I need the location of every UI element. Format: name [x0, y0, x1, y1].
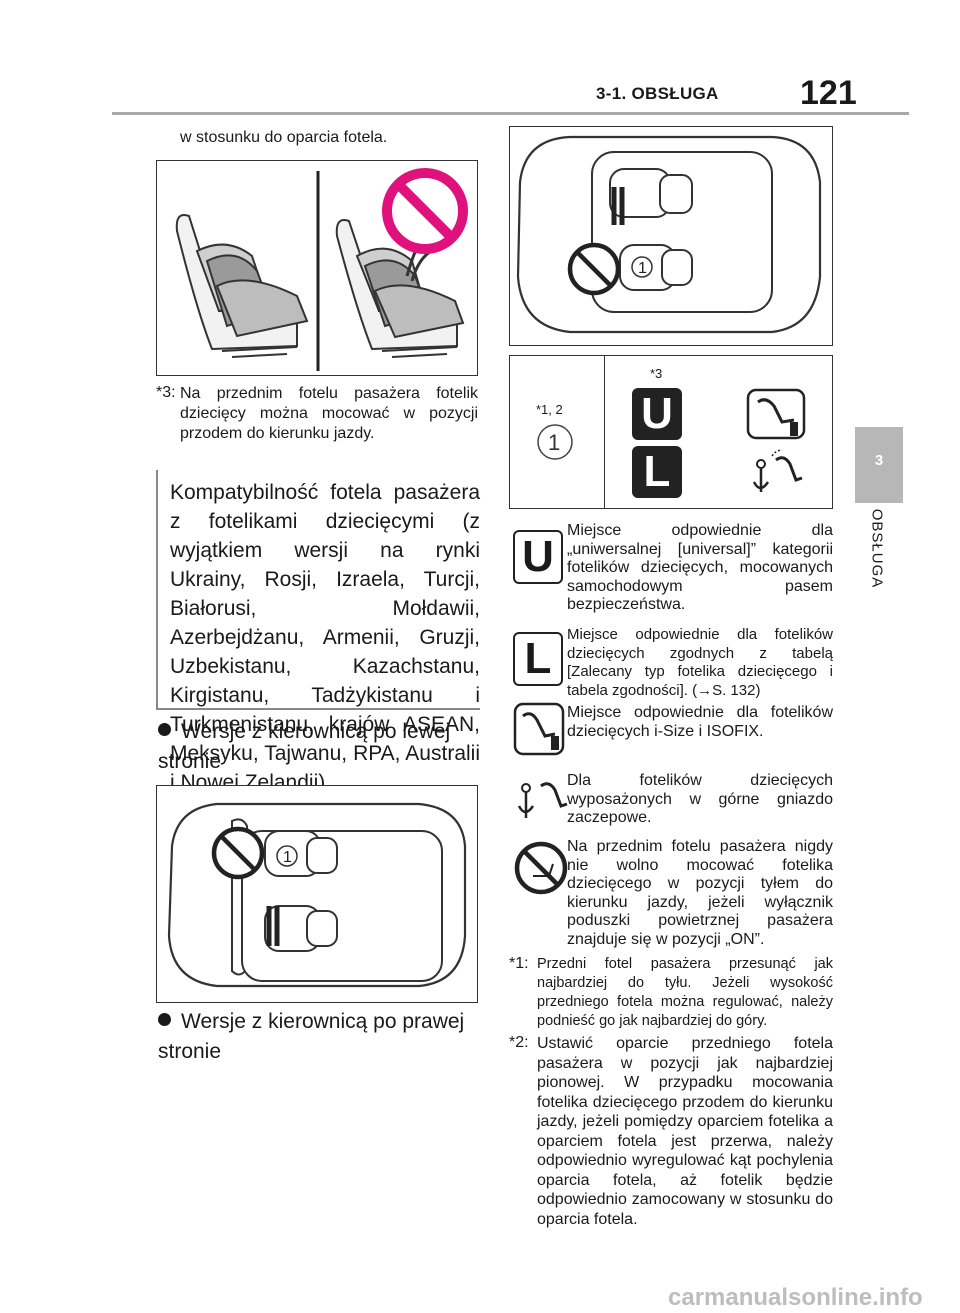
car-diagram-lhd: 1 — [156, 785, 478, 1003]
bullet-right-hand-drive: Wersje z kierownicą po prawej stronie — [158, 1010, 465, 1063]
header-rule — [112, 112, 909, 115]
chapter-number: 3 — [874, 452, 884, 469]
page-number: 121 — [800, 74, 857, 112]
legend-item-universal: Miejsce odpowiednie dla „uniwersalnej [u… — [567, 522, 833, 613]
isofix-seat-icon — [746, 388, 806, 440]
bullet-dot-icon — [158, 1013, 171, 1026]
legend-item-isofix: Miejsce odpowiednie dla fotelików dzieci… — [567, 704, 833, 740]
chapter-label: OBSŁUGA — [868, 508, 886, 589]
footnote-ref-3: *3 — [650, 366, 663, 381]
note-3: *3: Na przednim fotelu pasażera fotelik … — [156, 384, 478, 442]
section-header: 3-1. OBSŁUGA — [596, 84, 719, 103]
top-tether-anchor-icon — [752, 449, 803, 492]
intro-text: w stosunku do oparcia fotela. — [180, 129, 388, 146]
seat-position-table: *1, 2 1 *3 U L — [509, 355, 833, 509]
limited-l-icon: L — [632, 446, 682, 498]
universal-u-icon: U — [513, 530, 563, 584]
seat-recline-illustration — [156, 160, 478, 376]
seat-1-label: 1 — [283, 849, 292, 866]
no-rear-facing-seat-icon — [514, 841, 568, 895]
footnote-ref-1-2: *1, 2 — [536, 402, 563, 417]
isofix-seat-icon — [513, 702, 565, 756]
seat-1-label: 1 — [638, 260, 647, 277]
legend-item-limited: Miejsce odpowiednie dla fotelików dzieci… — [567, 626, 833, 699]
universal-u-icon: U — [632, 388, 682, 440]
bullet-left-hand-drive: Wersje z kierownicą po lewej stronie — [158, 720, 451, 773]
note-2: *2: Ustawić oparcie przedniego fotela pa… — [509, 1034, 833, 1228]
watermark: carmanualsonline.info — [668, 1284, 923, 1311]
compatibility-box: Kompatybilność fotela pasażera z fotelik… — [156, 470, 480, 794]
note-1: *1: Przedni fotel pasażera przesunąć jak… — [509, 955, 833, 1029]
bullet-dot-icon — [158, 723, 171, 736]
top-tether-anchor-icon — [517, 782, 568, 818]
limited-l-icon: L — [513, 632, 563, 686]
chapter-tab[interactable]: 3 — [855, 427, 903, 503]
seat-1-symbol: 1 — [537, 424, 573, 460]
car-diagram-rhd: 1 — [509, 126, 833, 346]
svg-text:1: 1 — [548, 430, 560, 455]
legend-item-top-tether: Dla fotelików dziecięcych wyposażonych w… — [567, 772, 833, 826]
legend-item-no-rear-facing: Na przednim fotelu pasażera nigdy nie wo… — [567, 838, 833, 948]
